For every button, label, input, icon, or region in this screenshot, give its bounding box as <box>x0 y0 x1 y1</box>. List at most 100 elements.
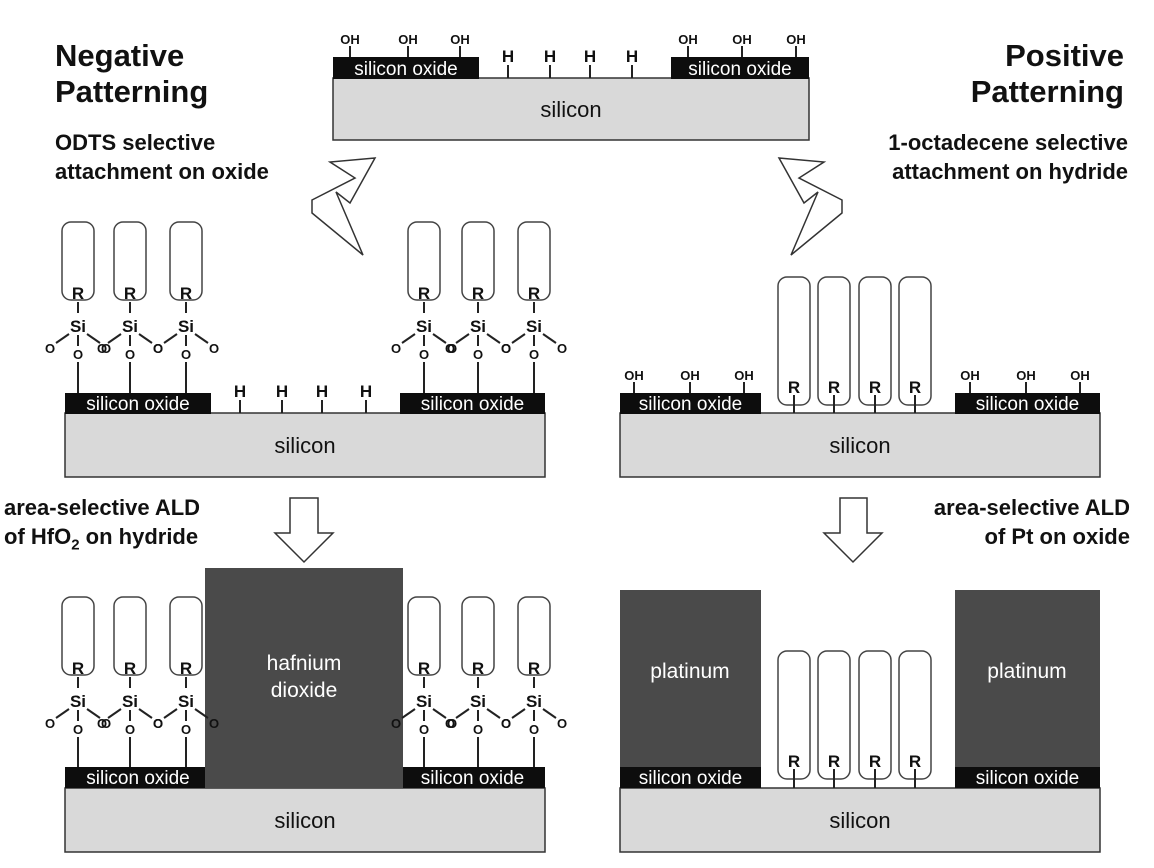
mid-left-silicon-substrate-label: silicon <box>274 433 335 458</box>
heading-negative-patterning: Negative Patterning <box>55 38 208 110</box>
arrow-to-negative <box>311 157 377 256</box>
mid-left-odts-right-0-si: Si <box>416 317 432 336</box>
platinum-label-left: platinum <box>650 660 729 683</box>
mid-left-odts-left-1-r: R <box>124 284 136 303</box>
bottom-left-odts-right-1-o-left: O <box>445 716 455 731</box>
heading-positive-line1: Positive <box>1005 38 1124 73</box>
bottom-right-oxide-left-label: silicon oxide <box>639 768 743 789</box>
bottom-left-odts-right-1-si: Si <box>470 692 486 711</box>
mid-right-oh-right-2: OH <box>1070 368 1090 383</box>
bottom-right-silicon-substrate <box>619 787 1101 853</box>
bottom-right-octadecene-3-r: R <box>909 752 921 771</box>
mid-left-odts-right-0-o-left: O <box>391 341 401 356</box>
mid-right-octadecene-3-r: R <box>909 378 921 397</box>
bottom-left-odts-left-0-o-left-bond <box>55 708 70 719</box>
mid-left-odts-left-0-o-left-bond <box>55 333 70 344</box>
mid-left-odts-right-1-si: Si <box>470 317 486 336</box>
top-oh-right-2: OH <box>786 32 806 47</box>
caption-hfo2-ald: area-selective ALD of HfO2 on hydride <box>4 493 200 559</box>
bottom-left-odts-left-1-si: Si <box>122 692 138 711</box>
bottom-left-odts-left-2-o-right-bond <box>194 708 209 719</box>
mid-left-odts-right-1-r: R <box>472 284 484 303</box>
mid-right-silicon-substrate <box>619 412 1101 478</box>
bottom-left-odts-left-2-o-bottom: O <box>181 722 191 737</box>
bottom-left-odts-right-1-r: R <box>472 659 484 678</box>
mid-left-odts-left-2-o-bottom: O <box>181 347 191 362</box>
bottom-left-odts-left-2-o-left-bond <box>163 708 178 719</box>
top-oh-left-1: OH <box>398 32 418 47</box>
caption-hfo2-suffix: on hydride <box>79 524 199 549</box>
bottom-left-odts-right-2-o-bottom: O <box>529 722 539 737</box>
bottom-left-odts-right-0-chain <box>407 596 441 676</box>
top-h-2: H <box>584 47 596 66</box>
top-oxide-right <box>671 57 809 79</box>
mid-left-odts-left-0-chain <box>61 221 95 301</box>
mid-left-odts-right-2-o-right: O <box>557 341 567 356</box>
bottom-left-odts-right-0-o-left: O <box>391 716 401 731</box>
mid-right-oh-right-0: OH <box>960 368 980 383</box>
bottom-left-odts-right-0-si: Si <box>416 692 432 711</box>
bottom-left-oxide-left <box>65 767 211 788</box>
mid-left-odts-left-2-r: R <box>180 284 192 303</box>
bottom-left-odts-right-1-chain <box>461 596 495 676</box>
bottom-right-oxide-right-label: silicon oxide <box>976 768 1080 789</box>
mid-left-h-3: H <box>360 382 372 401</box>
mid-left-odts-left-1-o-right-bond <box>138 333 153 344</box>
platinum-label-right: platinum <box>987 660 1066 683</box>
mid-left-odts-right-0-chain <box>407 221 441 301</box>
bottom-left-odts-left-0-o-right: O <box>101 716 111 731</box>
bottom-left-odts-right-0-r: R <box>418 659 430 678</box>
bottom-right-octadecene-2-r: R <box>869 752 881 771</box>
mid-left-odts-left-1-chain <box>113 221 147 301</box>
mid-left-oxide-right <box>400 393 545 414</box>
heading-positive-line2: Patterning <box>970 74 1124 109</box>
bottom-left-odts-right-2-o-left-bond <box>511 708 526 719</box>
top-oh-right-0: OH <box>678 32 698 47</box>
bottom-left-odts-left-2-o-right: O <box>209 716 219 731</box>
caption-hfo2-line1: area-selective ALD <box>4 495 201 520</box>
bottom-left-odts-right-0-o-right: O <box>447 716 457 731</box>
mid-left-odts-left-1-o-bottom: O <box>125 347 135 362</box>
heading-negative-line2: Patterning <box>55 74 209 109</box>
arrow-down-positive <box>822 497 884 564</box>
caption-hfo2-subscript: 2 <box>71 536 80 554</box>
mid-left-odts-left-2-o-left: O <box>153 341 163 356</box>
bottom-left-odts-right-2-chain <box>517 596 551 676</box>
mid-left-odts-left-0-o-left: O <box>45 341 55 356</box>
mid-left-odts-left-2-si: Si <box>178 317 194 336</box>
arrow-to-positive-shape <box>777 157 843 256</box>
mid-left-odts-right-0-o-left-bond <box>401 333 416 344</box>
mid-left-odts-right-1-o-left: O <box>445 341 455 356</box>
top-oxide-left <box>333 57 479 79</box>
mid-left-oxide-right-label: silicon oxide <box>421 394 525 415</box>
hafnium-dioxide-label-2: dioxide <box>271 679 338 702</box>
mid-left-h-1: H <box>276 382 288 401</box>
bottom-right-oxide-right <box>955 767 1100 788</box>
top-silicon-substrate-label: silicon <box>540 97 601 122</box>
platinum-block-right <box>955 590 1100 767</box>
mid-right-oh-left-0: OH <box>624 368 644 383</box>
caption-hfo2-prefix: of HfO <box>4 524 72 549</box>
mid-right-oxide-left-label: silicon oxide <box>639 394 743 415</box>
mid-left-odts-left-1-si: Si <box>122 317 138 336</box>
caption-octadecene-line1: 1-octadecene selective <box>888 130 1128 155</box>
heading-positive-patterning: Positive Patterning <box>971 38 1124 110</box>
platinum-block-left <box>620 590 761 767</box>
bottom-left-odts-right-2-o-right-bond <box>542 708 557 719</box>
top-h-0: H <box>502 47 514 66</box>
mid-left-oxide-left <box>65 393 211 414</box>
mid-left-odts-left-1-o-left-bond <box>107 333 122 344</box>
caption-hfo2-line2: of HfO2 on hydride <box>4 522 200 559</box>
bottom-left-odts-right-2-o-left: O <box>501 716 511 731</box>
bottom-left-odts-right-2-si: Si <box>526 692 542 711</box>
bottom-left-silicon-substrate <box>64 787 546 853</box>
mid-left-h-0: H <box>234 382 246 401</box>
mid-left-odts-left-0-r: R <box>72 284 84 303</box>
mid-left-oxide-left-label: silicon oxide <box>86 394 190 415</box>
bottom-left-odts-right-2-r: R <box>528 659 540 678</box>
top-oh-right-1: OH <box>732 32 752 47</box>
bottom-left-odts-left-2-r: R <box>180 659 192 678</box>
caption-octadecene-attachment: 1-octadecene selective attachment on hyd… <box>888 128 1128 186</box>
bottom-left-odts-left-1-chain <box>113 596 147 676</box>
bottom-left-oxide-right-label: silicon oxide <box>421 768 525 789</box>
